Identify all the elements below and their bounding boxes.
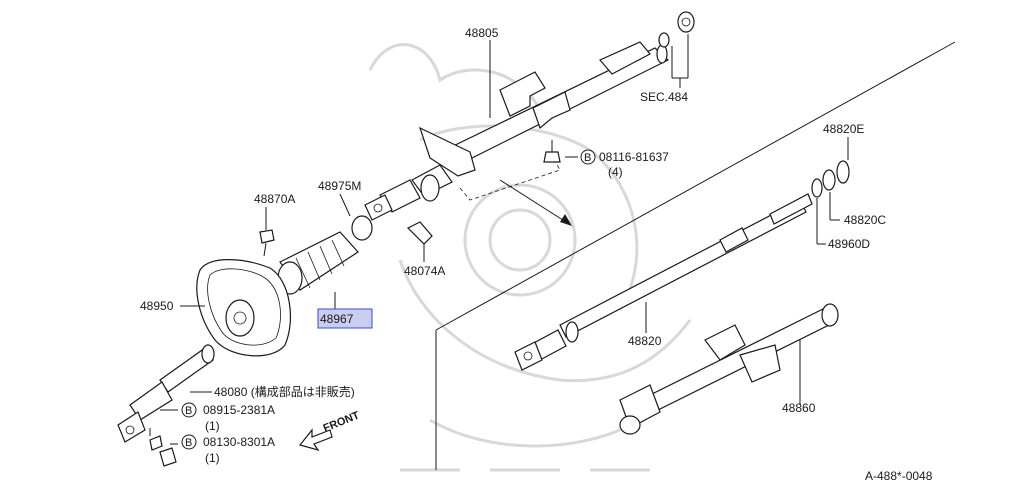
tube-48860: [619, 303, 839, 435]
ring-parts: [811, 160, 850, 198]
label-bolt3-qty: (1): [205, 451, 220, 465]
label-48820C: 48820C: [844, 213, 886, 227]
b-mark-label-2: B: [185, 405, 192, 417]
label-bolt2-qty: (1): [205, 419, 220, 433]
b-mark-label-3: B: [185, 437, 192, 449]
upper-column-48805: [364, 11, 695, 226]
label-08915-2381A: 08915-2381A: [203, 403, 275, 417]
label-bolt-qty: (4): [608, 165, 623, 179]
label-48975M: 48975M: [318, 179, 361, 193]
label-48080: 48080 (構成部品は非販売): [214, 384, 355, 399]
lower-shaft-48820: [514, 193, 813, 371]
label-48820E: 48820E: [823, 122, 864, 136]
label-48860: 48860: [782, 401, 816, 415]
label-48820: 48820: [628, 334, 662, 348]
highlight-48967: [317, 308, 373, 329]
bolt-08116-81637: [543, 140, 561, 163]
label-48074A: 48074A: [404, 264, 445, 278]
leader-lines: [149, 34, 849, 445]
label-48870A: 48870A: [254, 192, 295, 206]
label-48967: 48967: [320, 312, 354, 326]
watermark-emblem: [368, 43, 692, 472]
b-mark-label-1: B: [584, 152, 591, 164]
cover-48950: [196, 259, 291, 357]
label-08130-8301A: 08130-8301A: [203, 435, 275, 449]
bolt-48870A: [259, 229, 275, 257]
b-marker-1: B: [580, 149, 596, 165]
label-48805: 48805: [465, 26, 499, 40]
b-marker-3: B: [181, 434, 197, 450]
label-08116-81637: 08116-81637: [599, 150, 669, 164]
lower-joint-48080: [117, 344, 215, 467]
lower-panel-frame: [435, 41, 956, 470]
label-48960D: 48960D: [828, 237, 870, 251]
front-label: FRONT: [322, 409, 362, 434]
b-marker-2: B: [181, 402, 197, 418]
part-labels: 48805 SEC.484 08116-81637 (4) 48820E 488…: [140, 26, 933, 483]
boot-48967: [277, 215, 373, 295]
front-arrow: FRONT: [298, 409, 362, 452]
bolt-48074A: [406, 221, 433, 245]
label-48950: 48950: [140, 299, 174, 313]
label-sec484: SEC.484: [640, 90, 688, 104]
footer-code: A-488*-0048: [865, 469, 933, 483]
